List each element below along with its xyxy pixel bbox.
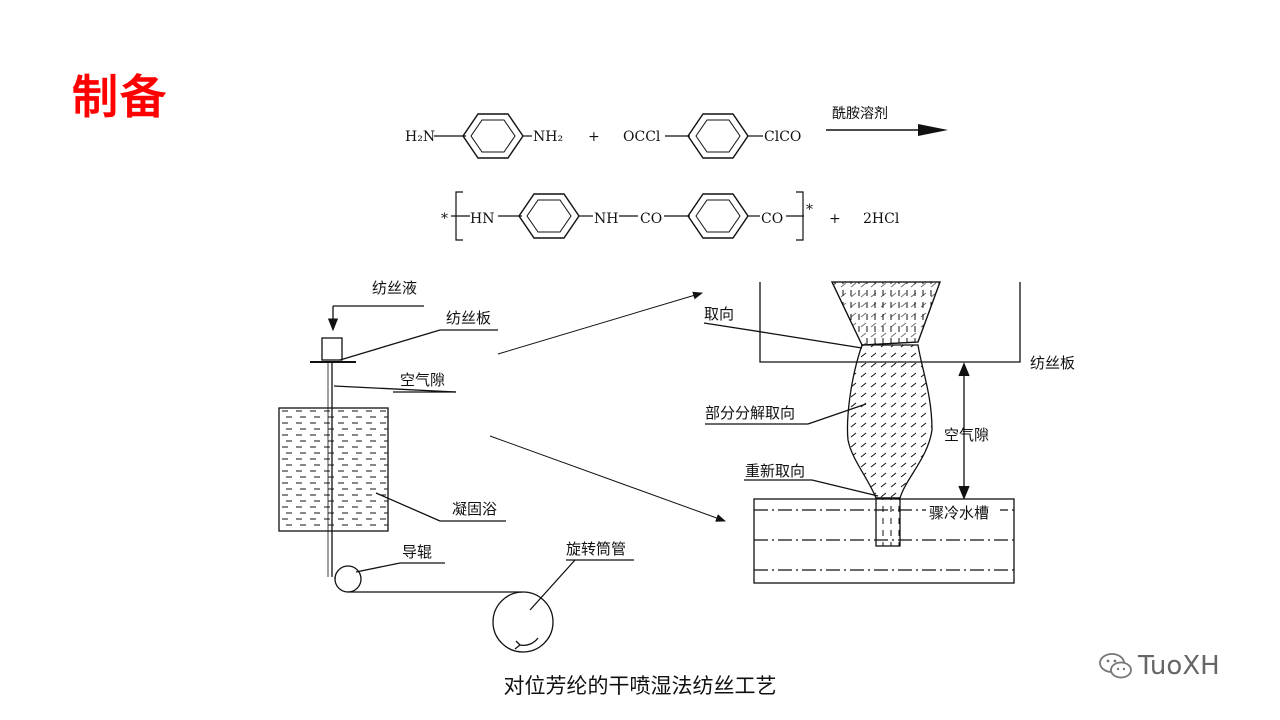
- plus-1: +: [588, 129, 600, 145]
- label-orientation: 取向: [704, 305, 734, 323]
- labels: 纺丝液 纺丝板 空气隙 凝固浴 导辊 旋转筒管 取向 纺丝板 部分分解取向 空气…: [372, 279, 1075, 561]
- guide-roller-circle: [334, 565, 362, 593]
- label-air-gap-left: 空气隙: [400, 371, 445, 389]
- bracket-right-icon: [796, 191, 804, 241]
- benzene-ring-1: [462, 113, 524, 159]
- label-spinning-solution: 纺丝液: [372, 279, 417, 297]
- label-reorientation: 重新取向: [745, 462, 805, 480]
- product-hn: HN: [470, 211, 494, 227]
- product-star-right: *: [806, 202, 813, 218]
- label-coagulation-bath: 凝固浴: [452, 500, 497, 518]
- rotating-bobbin-circle: [492, 591, 554, 653]
- label-spinneret-right: 纺丝板: [1030, 354, 1075, 372]
- reactant1-right: NH₂: [533, 129, 563, 145]
- benzene-ring-4: [687, 193, 749, 239]
- label-rotating-bobbin: 旋转筒管: [566, 540, 626, 558]
- reactant1-left: H₂N: [405, 129, 435, 145]
- label-spinneret-left: 纺丝板: [446, 309, 491, 327]
- watermark: TuoXH: [1098, 650, 1220, 681]
- label-partial-disorientation: 部分分解取向: [705, 404, 795, 422]
- slide-title: 制备: [72, 70, 168, 124]
- label-quench-tank: 骤冷水槽: [929, 504, 989, 522]
- spinneret-box: [321, 337, 343, 361]
- product-nh: NH: [594, 211, 618, 227]
- plus-2: +: [829, 211, 841, 227]
- benzene-ring-2: [687, 113, 749, 159]
- label-air-gap-right: 空气隙: [944, 426, 989, 444]
- product-co1: CO: [640, 211, 662, 227]
- zoom-arrow-top: [497, 291, 703, 355]
- product-star-left: *: [441, 211, 448, 227]
- watermark-text: TuoXH: [1138, 650, 1220, 681]
- reactant2-right: ClCO: [764, 129, 801, 145]
- reactant2-left: OCCl: [623, 129, 661, 145]
- byproduct: 2HCl: [863, 211, 900, 227]
- reaction-condition: 酰胺溶剂: [832, 106, 888, 122]
- benzene-ring-3: [518, 193, 580, 239]
- label-guide-roller: 导辊: [402, 543, 432, 561]
- reaction-arrow-icon: [918, 124, 948, 136]
- zoom-arrow-bottom: [489, 435, 726, 522]
- product-co2: CO: [761, 211, 783, 227]
- spinning-process-diagram: [278, 305, 634, 653]
- detail-diagram: [703, 281, 1021, 584]
- slide-caption: 对位芳纶的干喷湿法纺丝工艺: [503, 674, 777, 698]
- reaction-scheme: H₂N NH₂ + OCCl ClCO 酰胺溶剂 * HN: [405, 106, 948, 241]
- wechat-icon: [1099, 652, 1132, 678]
